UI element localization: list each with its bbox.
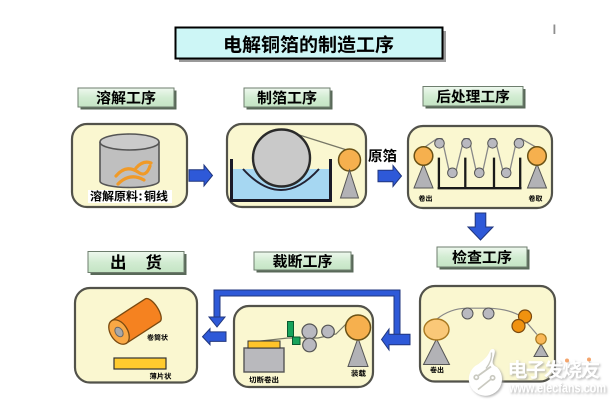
svg-text:www.elecfans.com: www.elecfans.com [508, 381, 606, 396]
